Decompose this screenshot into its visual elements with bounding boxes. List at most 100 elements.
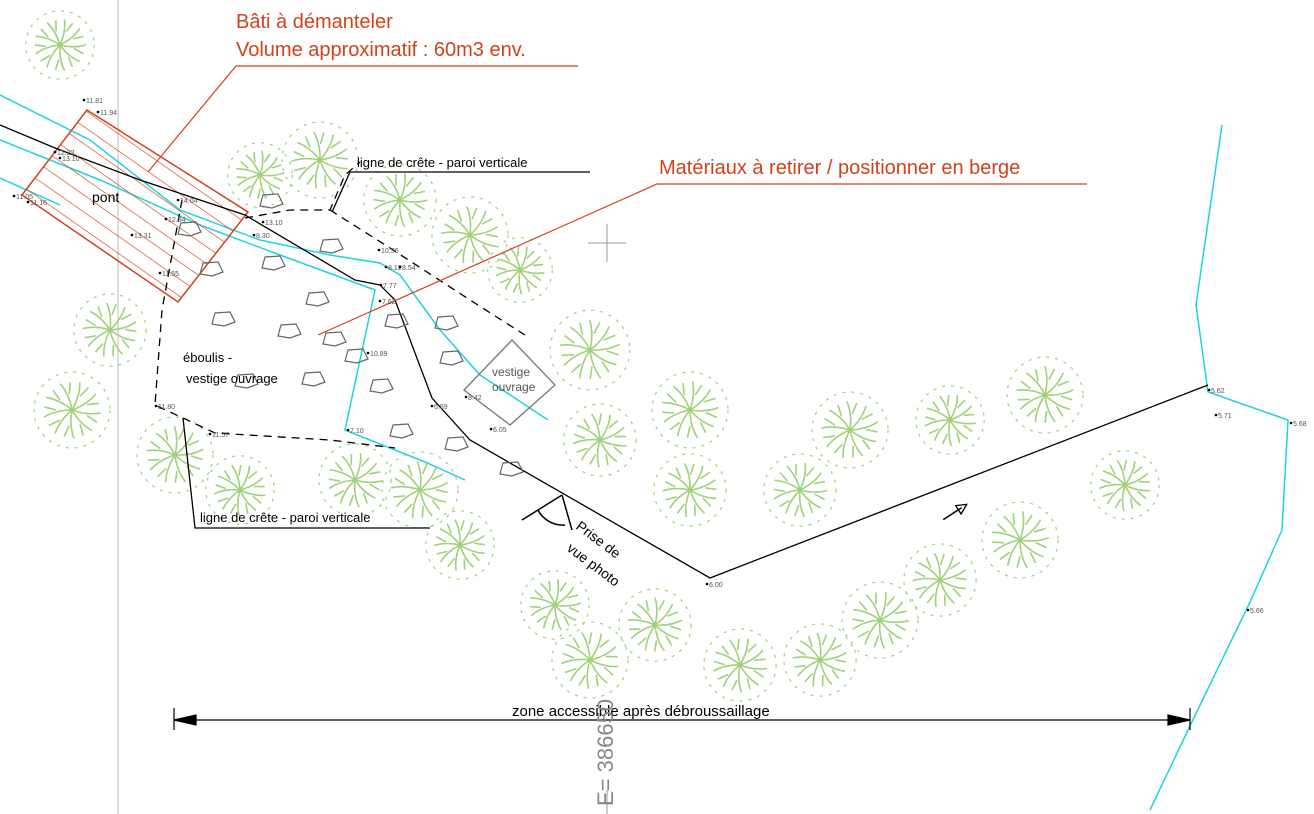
dimension-arrow-right xyxy=(1167,714,1191,726)
rock-icon xyxy=(434,315,459,331)
spot-height-label: 13.10 xyxy=(62,156,80,163)
spot-height-label: 12.94 xyxy=(168,217,186,224)
spot-height-point xyxy=(208,432,212,436)
rock-icon xyxy=(177,221,202,237)
spot-height-label: 6.00 xyxy=(709,582,723,589)
tree-icon xyxy=(520,570,590,640)
spot-height-point xyxy=(430,404,434,408)
spot-height-point xyxy=(1246,608,1250,612)
tree-icon xyxy=(903,543,977,617)
tree-icon xyxy=(703,628,777,702)
rocks-layer xyxy=(177,193,524,477)
spot-height-label: 5.71 xyxy=(1218,413,1232,420)
tree-icon xyxy=(549,309,631,391)
tree-icon xyxy=(227,142,293,208)
spot-height-label: 11.55 xyxy=(162,271,179,278)
rock-icon xyxy=(261,255,286,271)
bridge-to-dismantle xyxy=(20,108,250,304)
spot-height-point xyxy=(58,156,62,160)
tree-icon xyxy=(25,10,95,80)
flow-arrow-icon xyxy=(942,503,968,521)
scree-dashed-outline-right xyxy=(329,209,526,336)
scree-label-line1: éboulis - xyxy=(183,350,232,365)
dimension-line xyxy=(173,708,1191,730)
tree-icon xyxy=(551,621,629,699)
spot-height-label: 6.69 xyxy=(434,404,448,411)
spot-height-label: 14.04 xyxy=(180,198,198,205)
spot-height-label: 7.10 xyxy=(350,428,364,435)
spot-height-point xyxy=(1214,413,1218,417)
spot-height-point xyxy=(176,198,180,202)
rock-icon xyxy=(439,350,464,366)
dimension-arrow-left xyxy=(173,714,197,726)
rock-icon xyxy=(444,436,469,452)
tree-icon xyxy=(618,588,692,662)
zone-label: zone accessible après débroussaillage xyxy=(512,703,770,720)
leader-demolish xyxy=(147,65,578,173)
spot-height-label: 11.81 xyxy=(86,98,103,105)
tree-icon xyxy=(136,416,214,494)
crest-line-top xyxy=(331,171,590,213)
rock-icon xyxy=(499,461,524,477)
rock-icon xyxy=(389,423,414,439)
spot-height-point xyxy=(252,233,256,237)
tree-icon xyxy=(73,293,147,367)
scree-label-line2: vestige ouvrage xyxy=(186,371,278,386)
spot-height-point xyxy=(158,271,162,275)
rock-icon xyxy=(344,348,369,364)
spot-height-label: 10.89 xyxy=(370,351,388,358)
tree-icon xyxy=(205,455,275,525)
tree-icon xyxy=(651,371,729,449)
spot-height-point xyxy=(26,200,30,204)
spot-height-point xyxy=(1289,421,1293,425)
spot-height-point xyxy=(154,404,158,408)
tree-icon xyxy=(487,237,553,303)
spot-height-label: 8.42 xyxy=(468,395,482,402)
tree-icon xyxy=(811,391,889,469)
spot-height-point xyxy=(379,283,383,287)
spot-height-point xyxy=(261,220,265,224)
spot-height-point xyxy=(346,428,350,432)
spot-height-label: 13.31 xyxy=(134,233,152,240)
vegetation-layer xyxy=(25,10,1160,702)
spot-height-point xyxy=(82,98,86,102)
spot-height-point xyxy=(12,194,16,198)
tree-icon xyxy=(783,623,857,697)
spot-height-label: 12.22 xyxy=(57,150,75,157)
tree-icon xyxy=(318,443,392,517)
tree-icon xyxy=(763,453,837,527)
rock-icon xyxy=(234,373,259,389)
easting-label: E= 386650 xyxy=(593,699,618,806)
remnant-label-line2: ouvrage xyxy=(492,380,536,394)
tree-icon xyxy=(1006,356,1084,434)
spot-height-point xyxy=(164,217,168,221)
rock-icon xyxy=(369,378,394,394)
remnant-structure xyxy=(463,339,556,426)
spot-height-label: 11.16 xyxy=(30,200,47,207)
spot-heights: 11.8111.9412.2213.1011.0511.1613.3111.55… xyxy=(12,98,1307,615)
spot-height-label: 11.94 xyxy=(100,110,117,117)
spot-height-label: 11.57 xyxy=(212,432,229,439)
spot-height-label: 6.05 xyxy=(493,427,507,434)
spot-height-point xyxy=(53,150,57,154)
spot-height-label: 5.62 xyxy=(1211,388,1225,395)
spot-height-label: 8.12 xyxy=(388,265,402,272)
spot-height-point xyxy=(377,248,381,252)
spot-height-label: 8.30 xyxy=(256,233,270,240)
tree-icon xyxy=(281,121,359,199)
spot-height-point xyxy=(378,299,382,303)
rock-icon xyxy=(199,261,224,277)
tree-icon xyxy=(841,581,919,659)
spot-height-point xyxy=(705,582,709,586)
scree-dashed-outline xyxy=(154,199,396,449)
spot-height-label: 8.54 xyxy=(402,265,416,272)
leader-materials xyxy=(317,183,1087,336)
rock-icon xyxy=(301,371,326,387)
tree-icon xyxy=(653,453,727,527)
bridge-label: pont xyxy=(92,189,119,205)
demolish-label-line1: Bâti à démanteler xyxy=(236,11,393,33)
tree-icon xyxy=(1090,450,1160,520)
tree-icon xyxy=(431,196,509,274)
spot-height-point xyxy=(1207,388,1211,392)
